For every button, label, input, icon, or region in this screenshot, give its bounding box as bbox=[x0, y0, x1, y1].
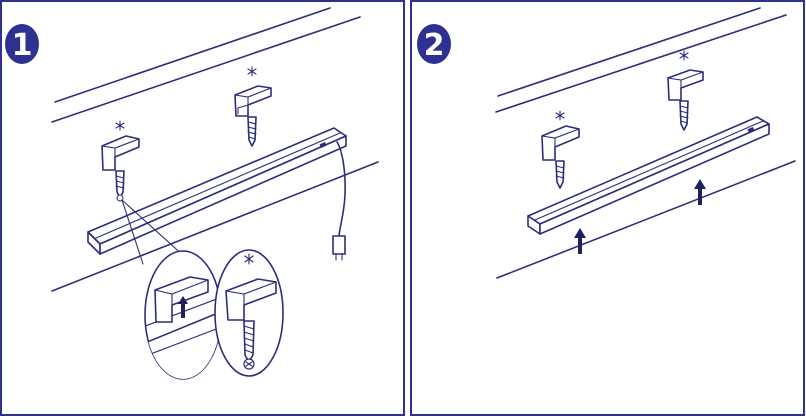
step-1-badge: 1 bbox=[5, 24, 39, 64]
panel-2-frame bbox=[410, 0, 805, 416]
step-1-number: 1 bbox=[12, 28, 33, 63]
power-cable bbox=[332, 141, 346, 261]
panel-step-2: 2 bbox=[410, 0, 805, 416]
step-2-number: 2 bbox=[424, 28, 445, 63]
panel-step-1: 1 bbox=[0, 0, 405, 416]
screw-icon bbox=[115, 120, 125, 202]
arrow-up-icon bbox=[574, 228, 586, 254]
bracket-icon bbox=[541, 125, 580, 161]
bracket-icon bbox=[667, 69, 704, 101]
wall-lines bbox=[51, 7, 379, 292]
screw-icon bbox=[555, 110, 565, 189]
light-bar bbox=[527, 116, 770, 235]
screw-icon bbox=[247, 66, 257, 147]
screw-icon bbox=[243, 320, 255, 370]
arrow-up-icon bbox=[178, 296, 188, 318]
bracket-icon bbox=[101, 135, 140, 171]
bracket-icon bbox=[234, 85, 272, 117]
step-2-badge: 2 bbox=[417, 24, 451, 64]
wall-lines bbox=[495, 7, 796, 279]
arrow-up-icon bbox=[694, 179, 706, 205]
bracket-icon bbox=[225, 278, 277, 321]
light-bar bbox=[87, 127, 347, 255]
screw-icon bbox=[679, 50, 689, 131]
